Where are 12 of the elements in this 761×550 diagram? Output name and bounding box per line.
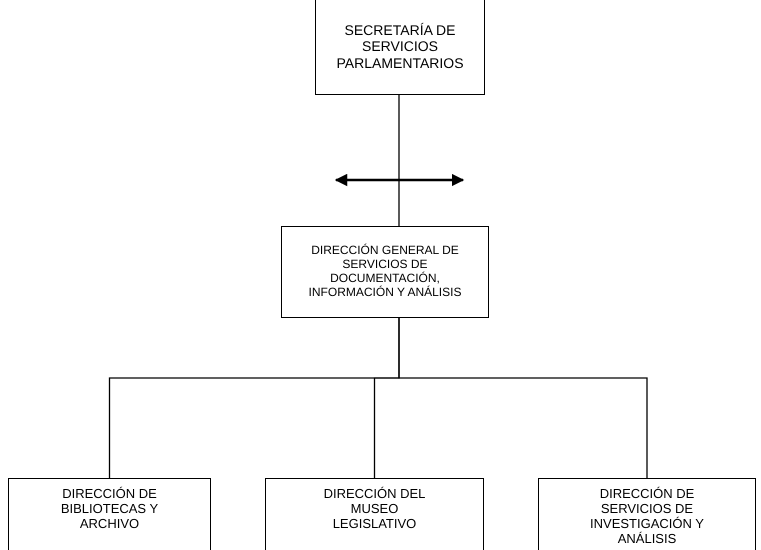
box-label: DIRECCIÓN DE BIBLIOTECAS Y ARCHIVO <box>60 487 160 532</box>
box-label: SECRETARÍA DE SERVICIOS PARLAMENTARIOS <box>335 22 465 71</box>
box-label: DIRECCIÓN GENERAL DE SERVICIOS DE DOCUMENTACIÓN, INFORMACIÓN Y ANÁLISIS <box>308 244 462 300</box>
org-box <box>538 478 756 550</box>
connector-line <box>398 318 648 478</box>
org-box <box>265 478 484 550</box>
org-box <box>281 226 489 318</box>
org-box <box>8 478 211 550</box>
connector-line <box>398 95 400 226</box>
box-label: DIRECCIÓN DE SERVICIOS DE INVESTIGACIÓN Y ANÁLISIS <box>589 487 705 547</box>
org-box <box>315 0 485 95</box>
box-label: DIRECCIÓN DEL MUSEO LEGISLATIVO <box>322 487 426 532</box>
